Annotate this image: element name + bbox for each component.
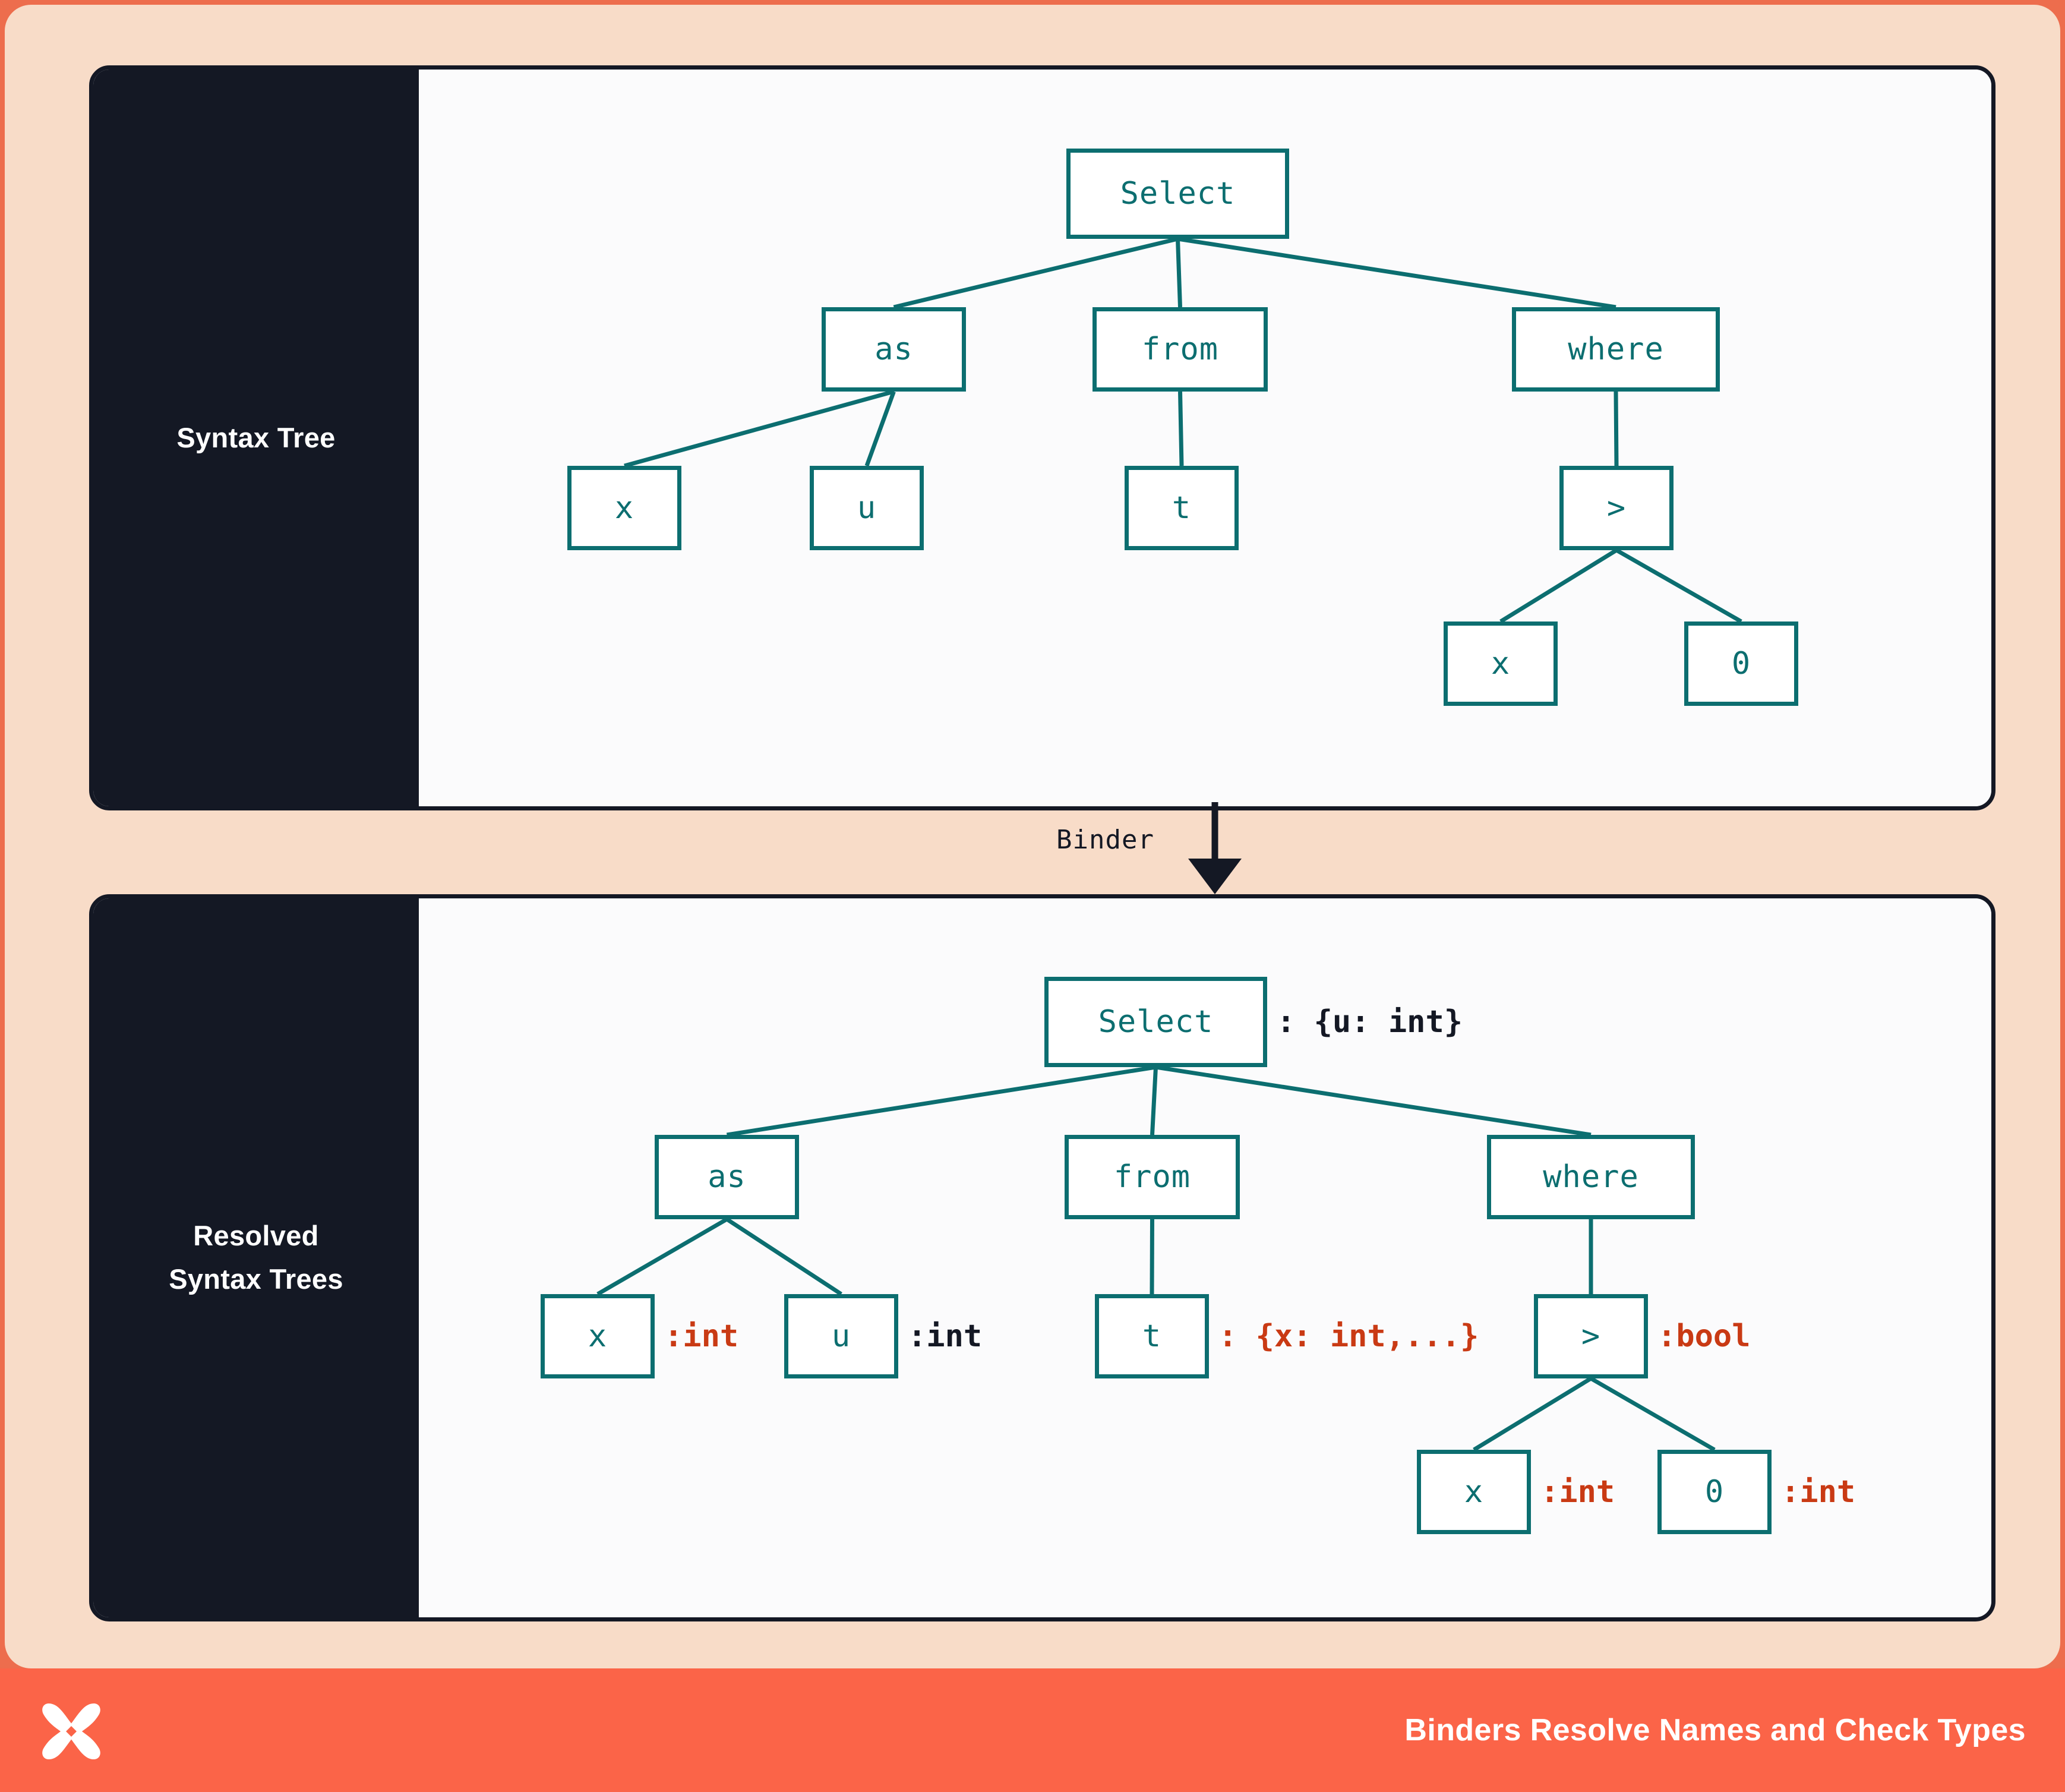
tree-node-zero[interactable]: 0 [1657, 1450, 1772, 1534]
tree-edge [1178, 391, 1184, 466]
tree-node-x1[interactable]: x [541, 1294, 655, 1378]
tree-node-u[interactable]: u [784, 1294, 898, 1378]
binder-arrow-icon [1188, 802, 1242, 894]
type-annotation-u: :int [908, 1318, 983, 1354]
syntax-tree-edges [624, 236, 1742, 624]
type-annotation-zero: :int [1781, 1474, 1856, 1510]
binder-label: Binder [1056, 825, 1154, 855]
tree-edge [893, 236, 1179, 310]
tree-node-from[interactable]: from [1093, 307, 1268, 392]
tree-edge [1155, 1065, 1592, 1137]
tree-node-select[interactable]: Select [1044, 977, 1267, 1067]
tree-node-zero[interactable]: 0 [1684, 621, 1798, 706]
tree-edge [1150, 1219, 1154, 1295]
type-annotation-select: : {u: int} [1277, 1004, 1463, 1040]
tree-edge [1499, 548, 1618, 623]
tree-node-select[interactable]: Select [1066, 149, 1289, 239]
tree-edge [725, 1217, 842, 1296]
resolved-tree-edges [596, 1065, 1716, 1452]
tree-node-as[interactable]: as [655, 1135, 799, 1219]
footer-bar: Binders Resolve Names and Check Types [0, 1668, 2065, 1792]
syntax-tree-sidebar: Syntax Tree [93, 70, 419, 806]
tree-edge [1590, 1376, 1716, 1452]
tree-node-as[interactable]: as [822, 307, 966, 392]
tree-edge [624, 389, 895, 468]
tree-edge [1150, 1067, 1158, 1135]
tree-edge [1176, 238, 1182, 308]
footer-title: Binders Resolve Names and Check Types [1404, 1713, 2026, 1747]
tree-edge [1615, 548, 1742, 624]
syntax-tree-sidebar-label: Syntax Tree [176, 421, 336, 453]
tree-edge [596, 1217, 728, 1296]
tree-edge [726, 1065, 1157, 1137]
tree-edge [864, 390, 896, 467]
tree-node-u[interactable]: u [810, 466, 924, 550]
tree-node-gt[interactable]: > [1534, 1294, 1648, 1378]
binder-transition: Binder [89, 802, 1987, 894]
tree-node-x2[interactable]: x [1444, 621, 1558, 706]
tree-node-gt[interactable]: > [1559, 466, 1674, 550]
tree-node-x2[interactable]: x [1417, 1450, 1531, 1534]
tree-edge [1177, 236, 1616, 310]
type-annotation-x2: :int [1540, 1474, 1615, 1510]
type-annotation-gt: :bool [1657, 1318, 1751, 1354]
tree-node-t[interactable]: t [1095, 1294, 1209, 1378]
type-annotation-t: : {x: int,...} [1218, 1318, 1479, 1354]
butterfly-x-logo-icon [42, 1703, 100, 1760]
tree-edge [1473, 1377, 1592, 1452]
tree-node-x1[interactable]: x [567, 466, 681, 550]
tree-node-where[interactable]: where [1487, 1135, 1695, 1219]
tree-node-from[interactable]: from [1065, 1135, 1240, 1219]
tree-node-where[interactable]: where [1512, 307, 1720, 392]
type-annotation-x1: :int [664, 1318, 739, 1354]
tree-node-t[interactable]: t [1125, 466, 1239, 550]
